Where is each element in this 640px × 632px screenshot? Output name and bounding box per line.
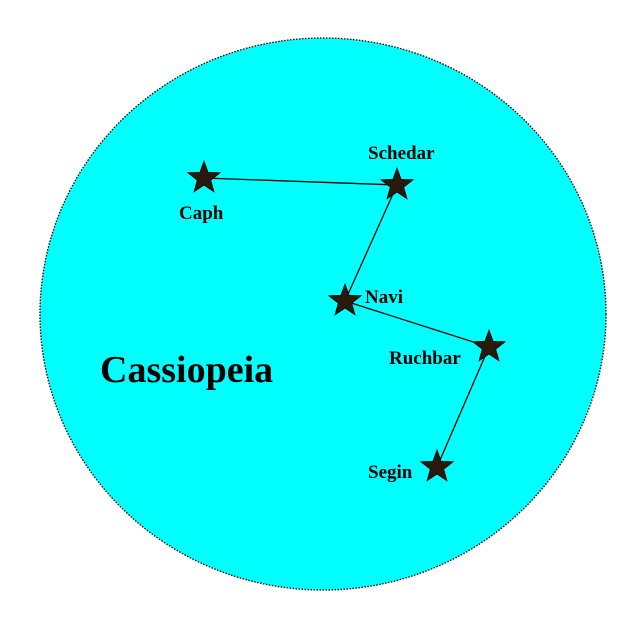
star-icon-navi: [327, 282, 363, 316]
sky-circle: [39, 37, 607, 591]
connector-schedar-navi: [344, 184, 398, 302]
constellation-title: Cassiopeia: [100, 349, 273, 391]
star-label-navi: Navi: [365, 287, 403, 308]
star-label-ruchbar: Ruchbar: [389, 348, 461, 369]
connector-ruchbar-segin: [436, 346, 490, 468]
constellation-lines: [203, 177, 490, 468]
star-label-caph: Caph: [179, 203, 224, 224]
connector-caph-schedar: [203, 177, 398, 186]
connector-navi-ruchbar: [344, 300, 490, 348]
star-icon-caph: [186, 159, 222, 193]
constellation-stars: [186, 159, 507, 482]
star-icon-ruchbar: [471, 328, 507, 362]
star-icon-segin: [419, 448, 455, 482]
star-label-segin: Segin: [368, 462, 413, 483]
star-icon-schedar: [379, 166, 415, 200]
star-label-schedar: Schedar: [368, 143, 435, 164]
